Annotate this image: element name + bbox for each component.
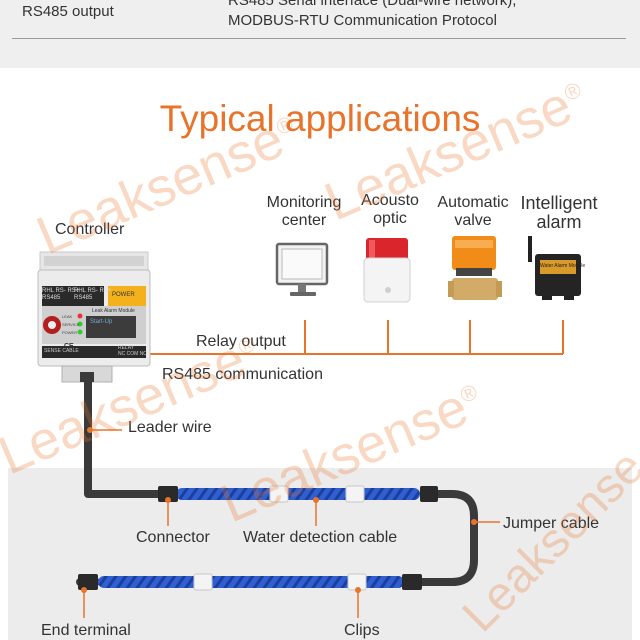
section-title: Typical applications bbox=[159, 98, 481, 139]
monitoring-center-label: Monitoring center bbox=[266, 194, 342, 229]
spec-value-line1: RS485 Serial interface (Dual-wire networ… bbox=[228, 0, 517, 9]
automatic-valve-icon bbox=[448, 236, 502, 300]
jumper-cable-label: Jumper cable bbox=[503, 515, 600, 532]
leader-wire-label: Leader wire bbox=[128, 419, 212, 436]
device-ce-mark: CE bbox=[64, 343, 74, 350]
jumper-cable bbox=[410, 490, 478, 586]
acousto-optic-label: Acousto optic bbox=[361, 192, 419, 227]
relay-output-wiring bbox=[148, 320, 564, 355]
connector-label: Connector bbox=[136, 529, 210, 546]
spec-table-row: RS485 output RS485 Serial interface (Dua… bbox=[0, 0, 640, 68]
device-screen-text: Start-Up bbox=[90, 319, 113, 325]
water-detection-cable-label: Water detection cable bbox=[243, 529, 398, 546]
intelligent-alarm-icon bbox=[528, 236, 581, 300]
device-relay-label: RELAY NC COM NO bbox=[118, 345, 148, 357]
device-led-labels: LEAK SERVICE POWER bbox=[62, 314, 80, 335]
spec-label: RS485 output bbox=[22, 3, 114, 20]
device-sense-cable-label: SENSE CABLE bbox=[44, 348, 79, 354]
controller-device bbox=[37, 251, 151, 383]
spec-value: RS485 Serial interface (Dual-wire networ… bbox=[228, 0, 516, 31]
clips-label: Clips bbox=[344, 622, 380, 639]
leader-wire bbox=[84, 378, 166, 498]
label-leaders bbox=[81, 427, 500, 618]
relay-output-label: Relay output bbox=[196, 333, 286, 350]
automatic-valve-label: Automatic valve bbox=[437, 194, 509, 229]
monitor-icon bbox=[275, 242, 329, 296]
device-terminal-left: RHL RS- RS+ RS485 bbox=[42, 288, 80, 301]
spec-value-line2: MODBUS-RTU Communication Protocol bbox=[228, 12, 497, 29]
rs485-communication-label: RS485 communication bbox=[162, 366, 323, 383]
device-module-name: Leak Alarm Module bbox=[92, 308, 135, 314]
alarm-device-text: Water Alarm Module bbox=[540, 263, 586, 269]
end-terminal-label: End terminal bbox=[41, 622, 131, 639]
acousto-optic-alarm-icon bbox=[363, 238, 411, 303]
spec-row-divider bbox=[12, 38, 626, 39]
controller-label: Controller bbox=[55, 221, 125, 238]
device-terminal-right: RHL RS- RS+ RS485 bbox=[74, 288, 112, 301]
device-power-label: POWER bbox=[112, 292, 135, 298]
clips bbox=[193, 485, 367, 591]
end-terminal bbox=[78, 574, 98, 590]
intelligent-alarm-label: Intelligent alarm bbox=[520, 193, 598, 232]
connector bbox=[158, 486, 438, 590]
